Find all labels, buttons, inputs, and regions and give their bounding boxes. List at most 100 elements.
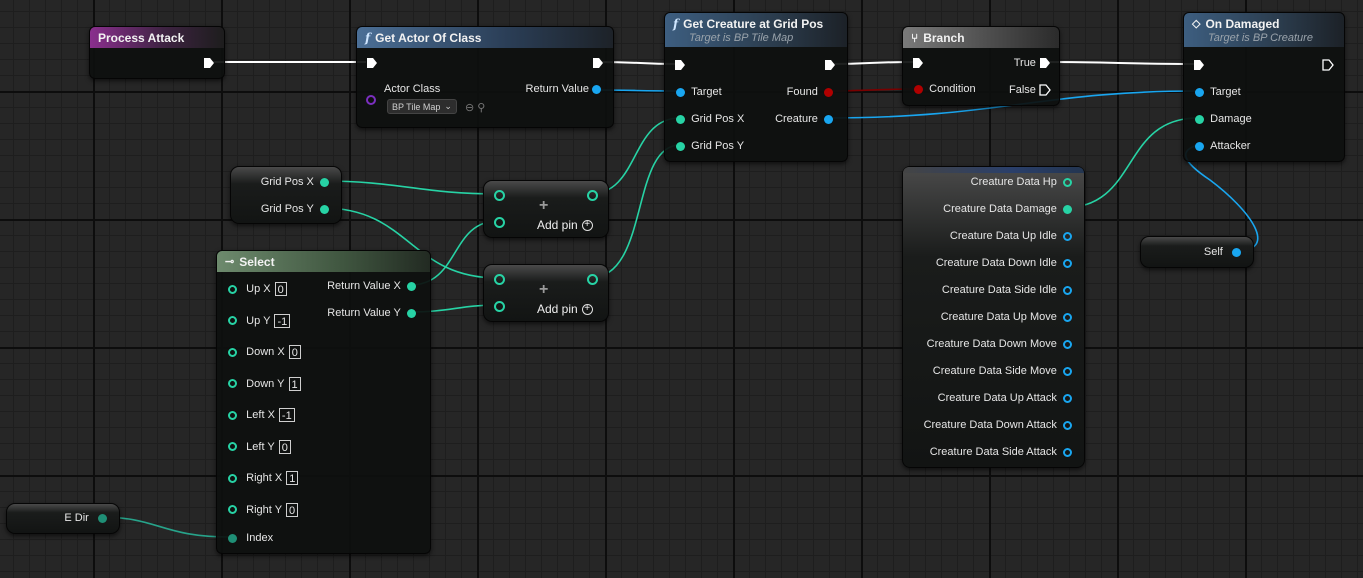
int-pin-icon	[494, 273, 505, 285]
grid-pos-y-pin[interactable]: Grid Pos Y	[676, 139, 744, 153]
int-pin-icon	[407, 308, 416, 318]
add2-output[interactable]	[587, 272, 598, 286]
node-on-damaged[interactable]: ◇On Damaged Target is BP Creature Target…	[1183, 12, 1345, 162]
select-option-label: Up X	[246, 283, 271, 295]
node-branch[interactable]: ⑂Branch Condition True False	[902, 26, 1060, 106]
select-option-value[interactable]: 1	[286, 471, 299, 485]
creature-data-pin[interactable]: Creature Data Side Move	[933, 364, 1072, 378]
select-option-value[interactable]: 0	[286, 502, 299, 517]
creature-data-pin[interactable]: Creature Data Down Move	[927, 337, 1072, 351]
node-process-attack[interactable]: Process Attack	[89, 26, 225, 79]
node-creature-data[interactable]: Creature Data Hp Creature Data Damage Cr…	[902, 166, 1085, 468]
exec-in-pin[interactable]	[674, 58, 686, 72]
self-pin[interactable]: Self	[1204, 245, 1241, 259]
creature-data-pin[interactable]: Creature Data Side Idle	[942, 283, 1072, 297]
creature-data-pin[interactable]: Creature Data Up Move	[941, 310, 1072, 324]
use-selected-icon[interactable]: ⊖	[465, 101, 475, 114]
attacker-pin[interactable]: Attacker	[1195, 139, 1250, 153]
creature-data-pin[interactable]: Creature Data Down Idle	[936, 256, 1072, 270]
select-option-pin[interactable]: Left X-1	[228, 408, 295, 422]
creature-data-pin[interactable]: Creature Data Side Attack	[930, 445, 1072, 459]
target-pin[interactable]: Target	[1195, 85, 1241, 99]
object-pin-icon	[1063, 393, 1072, 403]
exec-pin-outline-icon	[1039, 84, 1051, 96]
node-header: ⊸Select	[217, 251, 430, 272]
e-dir-pin[interactable]: E Dir	[64, 511, 107, 525]
creature-data-pin[interactable]: Creature Data Up Idle	[950, 229, 1072, 243]
actor-class-label: Actor Class	[384, 83, 441, 95]
add1-add-pin-button[interactable]: Add pin+	[537, 218, 593, 232]
select-option-value[interactable]: -1	[274, 313, 291, 328]
node-title: Get Actor Of Class	[375, 30, 482, 45]
object-pin-icon	[1063, 285, 1072, 295]
select-option-value[interactable]: 0	[288, 345, 301, 359]
target-pin[interactable]: Target	[676, 85, 722, 99]
add2-input-b[interactable]	[494, 299, 505, 313]
select-option-label: Up Y	[246, 314, 271, 327]
node-self[interactable]: Self	[1140, 236, 1254, 268]
found-pin[interactable]: Found	[787, 85, 833, 99]
add1-output[interactable]	[587, 188, 598, 202]
int-pin-icon	[228, 316, 237, 325]
select-option-value[interactable]: -1	[278, 408, 295, 422]
exec-in-pin[interactable]	[366, 56, 378, 70]
creature-data-pin[interactable]: Creature Data Down Attack	[924, 418, 1072, 432]
select-option-pin[interactable]: Up Y-1	[228, 313, 291, 328]
add2-add-pin-button[interactable]: Add pin+	[537, 302, 593, 316]
object-pin-icon	[1232, 247, 1241, 257]
exec-out-pin[interactable]	[592, 56, 604, 70]
grid-pos-x-var-pin[interactable]: Grid Pos X	[261, 175, 329, 189]
true-exec-pin[interactable]: True	[1014, 56, 1051, 70]
select-option-value[interactable]: 0	[278, 439, 291, 454]
creature-data-label: Creature Data Down Idle	[935, 257, 1057, 269]
select-option-label: Down X	[246, 346, 285, 358]
node-grid-pos-vars[interactable]: Grid Pos X Grid Pos Y	[230, 166, 342, 224]
exec-out-pin[interactable]	[824, 58, 836, 72]
exec-in-pin[interactable]	[912, 56, 924, 70]
node-add-2[interactable]: + Add pin+	[483, 264, 609, 322]
creature-data-pin[interactable]: Creature Data Hp	[971, 175, 1072, 189]
found-label: Found	[786, 86, 818, 98]
bool-pin-icon	[824, 87, 833, 97]
int-pin-icon	[676, 114, 685, 124]
creature-data-pin[interactable]: Creature Data Up Attack	[938, 391, 1072, 405]
condition-pin[interactable]: Condition	[914, 82, 976, 96]
index-pin[interactable]: Index	[228, 531, 273, 545]
return-value-x-pin[interactable]: Return Value X	[327, 279, 416, 293]
exec-out-pin[interactable]	[203, 56, 215, 70]
creature-pin[interactable]: Creature	[775, 112, 833, 126]
exec-out-pin[interactable]	[1322, 58, 1334, 72]
exec-in-pin[interactable]	[1193, 58, 1205, 72]
return-value-y-pin[interactable]: Return Value Y	[327, 306, 416, 320]
self-label: Self	[1203, 246, 1223, 258]
browse-icons[interactable]: ⊖ ⚲	[465, 100, 485, 114]
add1-input-b[interactable]	[494, 215, 505, 229]
creature-data-pin[interactable]: Creature Data Damage	[943, 202, 1072, 216]
node-e-dir-var[interactable]: E Dir	[6, 503, 120, 534]
node-add-1[interactable]: + Add pin+	[483, 180, 609, 238]
return-value-pin[interactable]: Return Value	[526, 82, 601, 96]
select-option-value[interactable]: 1	[288, 376, 301, 391]
actor-class-pin[interactable]	[366, 93, 376, 107]
damage-pin[interactable]: Damage	[1195, 112, 1252, 126]
false-label: False	[1009, 84, 1036, 96]
false-exec-pin[interactable]: False	[1009, 83, 1051, 97]
grid-pos-y-var-pin[interactable]: Grid Pos Y	[261, 202, 329, 216]
add2-input-a[interactable]	[494, 272, 505, 286]
int-pin-icon	[1195, 114, 1204, 124]
actor-class-dropdown[interactable]: BP Tile Map ⌄	[387, 99, 457, 114]
add1-input-a[interactable]	[494, 188, 505, 202]
search-icon[interactable]: ⚲	[477, 101, 486, 114]
select-option-value[interactable]: 0	[274, 282, 287, 296]
grid-pos-x-pin[interactable]: Grid Pos X	[676, 112, 744, 126]
